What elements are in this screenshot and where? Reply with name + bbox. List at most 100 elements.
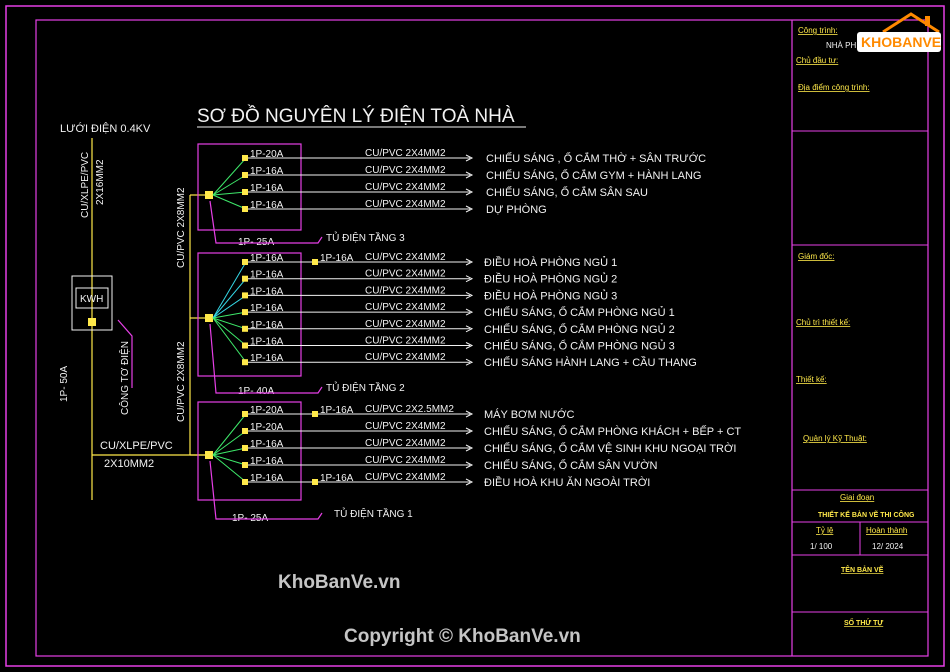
main-cable-label-a: CU/XLPE/PVC — [80, 152, 91, 218]
meter-leader — [117, 319, 133, 388]
branch-wire — [212, 413, 247, 456]
circuit-breaker-label: 1P-16A — [250, 439, 284, 450]
circuit-load-label: ĐIỀU HOÀ KHU ĂN NGOÀI TRỜI — [484, 476, 650, 489]
circuit-arrow — [465, 358, 474, 366]
circuit-breaker-label: 1P-16A — [250, 183, 284, 194]
house-roof-icon — [882, 12, 940, 34]
circuit-cable-label: CU/PVC 2X4MM2 — [365, 319, 446, 330]
circuit-breaker-symbol — [242, 479, 248, 485]
branch-wire — [212, 317, 247, 330]
riser-cable-label-a: CU/PVC 2X8MM2 — [176, 187, 187, 268]
kwh-meter-box — [71, 275, 113, 331]
circuit-cable-label: CU/PVC 2X4MM2 — [365, 199, 446, 210]
circuit-breaker-label: 1P-16A — [250, 286, 284, 297]
tb-chu-tri: Chủ trì thiết kế: — [796, 318, 850, 327]
house-chimney-icon — [925, 16, 930, 26]
grid-label: LƯỚI ĐIỆN 0.4KV — [60, 122, 151, 135]
tb-hoan-thanh-value: 12/ 2024 — [872, 542, 904, 551]
circuit-load-label: CHIẾU SÁNG, Ổ CẮM PHÒNG NGỦ 2 — [484, 323, 675, 336]
panel-name: TỦ ĐIỆN TẦNG 2 — [326, 381, 405, 394]
branch-wire — [212, 294, 247, 319]
branch-wire — [212, 157, 247, 196]
circuit-cable-label: CU/PVC 2X4MM2 — [365, 148, 446, 159]
circuit-load-label: DỰ PHÒNG — [486, 203, 547, 216]
circuit-arrow — [465, 258, 474, 266]
circuit-breaker-symbol — [242, 172, 248, 178]
circuit-breaker-label: 1P-16A — [250, 200, 284, 211]
circuit-load-label: CHIẾU SÁNG, Ổ CẮM PHÒNG NGỦ 3 — [484, 340, 675, 353]
circuit-cable-label: CU/PVC 2X4MM2 — [365, 252, 446, 263]
circuit-arrow — [465, 275, 474, 283]
circuit-arrow — [465, 171, 474, 179]
circuit-load-label: ĐIỀU HOÀ PHÒNG NGỦ 3 — [484, 289, 617, 302]
circuit-breaker-symbol — [242, 206, 248, 212]
brand-logo: KHOBANVE — [855, 10, 943, 54]
circuit-cable-label: CU/PVC 2X2.5MM2 — [365, 404, 454, 415]
circuit-breaker-symbol — [242, 428, 248, 434]
circuit-load-label: CHIẾU SÁNG HÀNH LANG + CẦU THANG — [484, 356, 697, 369]
panel-main-breaker — [205, 191, 213, 199]
sub-breaker-label: 1P-16A — [320, 405, 354, 416]
circuit-breaker-label: 1P-20A — [250, 405, 284, 416]
branch-wire — [212, 317, 247, 363]
circuit-load-label: CHIẾU SÁNG, Ổ CẮM VỆ SINH KHU NGOẠI TRỜI — [484, 442, 736, 455]
branch-wire — [212, 174, 247, 196]
circuit-arrow — [465, 325, 474, 333]
riser-cable-label-b: CU/PVC 2X8MM2 — [176, 341, 187, 422]
circuit-cable-label: CU/PVC 2X4MM2 — [365, 165, 446, 176]
circuit-breaker-symbol — [242, 309, 248, 316]
sub-breaker-symbol — [312, 411, 318, 417]
circuit-arrow — [465, 291, 474, 299]
branch-wire — [212, 454, 247, 466]
kwh-label: KWH — [80, 294, 103, 305]
circuit-arrow — [465, 410, 474, 418]
branch-wire — [212, 194, 247, 210]
tb-giai-doan-value: THIẾT KẾ BẢN VẼ THI CÔNG — [818, 509, 915, 519]
panel-main-breaker-label: 1P- 40A — [238, 386, 274, 397]
circuit-arrow — [465, 478, 474, 486]
circuit-cable-label: CU/PVC 2X4MM2 — [365, 336, 446, 347]
sub-breaker-label: 1P-16A — [320, 253, 354, 264]
circuit-cable-label: CU/PVC 2X4MM2 — [365, 285, 446, 296]
circuit-load-label: CHIẾU SÁNG , Ổ CẮM THỜ + SÂN TRƯỚC — [486, 152, 706, 165]
circuit-breaker-symbol — [242, 292, 248, 299]
kwh-meter-display — [75, 287, 109, 309]
feed-cable-label-b: 2X10MM2 — [104, 458, 154, 470]
circuit-cable-label: CU/PVC 2X4MM2 — [365, 421, 446, 432]
meter-label: CÔNG TƠ ĐIỆN — [118, 341, 131, 415]
panel-leader — [209, 460, 323, 520]
circuit-breaker-label: 1P-20A — [250, 149, 284, 160]
tb-giam-doc: Giám đốc: — [798, 252, 834, 261]
branch-wire — [212, 261, 247, 319]
diagram-title: SƠ ĐỒ NGUYÊN LÝ ĐIỆN TOÀ NHÀ — [197, 105, 515, 127]
main-breaker-label: 1P- 50A — [59, 366, 70, 402]
tb-cong-trinh: Công trình: — [798, 26, 838, 35]
tb-ty-le: Tỷ lệ — [816, 526, 834, 535]
drawing-frame — [35, 19, 929, 657]
branch-wire — [212, 278, 247, 319]
tb-dia-diem: Địa điểm công trình: — [798, 83, 870, 92]
watermark-site: KhoBanVe.vn — [278, 572, 401, 593]
circuit-cable-label: CU/PVC 2X4MM2 — [365, 438, 446, 449]
sub-breaker-label: 1P-16A — [320, 473, 354, 484]
branch-wire — [212, 447, 247, 456]
branch-wire — [212, 317, 247, 346]
panel-box — [197, 252, 302, 377]
circuit-cable-label: CU/PVC 2X4MM2 — [365, 455, 446, 466]
panel-box — [197, 143, 302, 231]
circuit-cable-label: CU/PVC 2X4MM2 — [365, 302, 446, 313]
tb-ten-ban-ve: TÊN BẢN VẼ — [841, 565, 884, 574]
tb-giai-doan: Giai đoạn — [840, 493, 874, 502]
panel-box — [197, 401, 302, 501]
circuit-breaker-symbol — [242, 259, 248, 265]
circuit-arrow — [465, 188, 474, 196]
circuit-arrow — [465, 342, 474, 349]
logo-plate — [857, 32, 941, 52]
sub-breaker-symbol — [312, 479, 318, 485]
circuit-breaker-label: 1P-16A — [250, 473, 284, 484]
circuit-load-label: CHIẾU SÁNG, Ổ CẮM SÂN SAU — [486, 186, 648, 199]
tb-chu-dau-tu: Chủ đầu tư: — [796, 56, 838, 65]
circuit-arrow — [465, 154, 474, 162]
circuit-arrow — [465, 444, 474, 452]
